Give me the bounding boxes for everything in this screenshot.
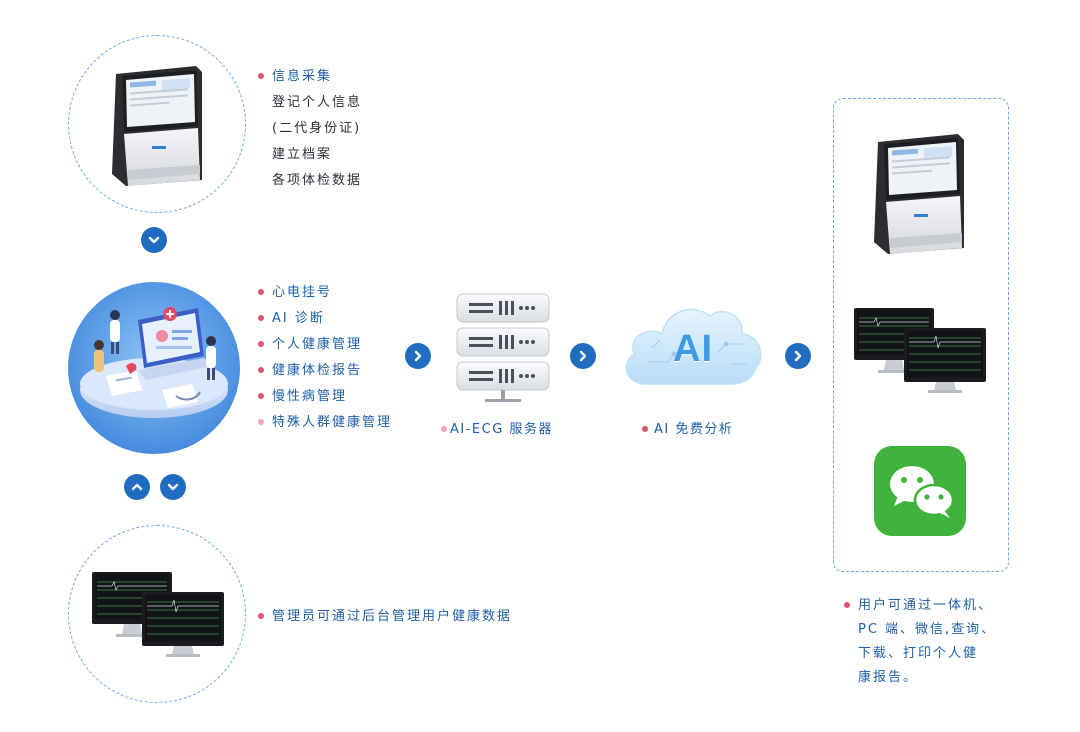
cloud-label-wrap: AI 免费分析 [642, 418, 733, 437]
bullet-dot [642, 425, 648, 432]
arrow-right-button[interactable] [785, 343, 811, 369]
info-collect-list: 信息采集 登记个人信息 (二代身份证) 建立档案 各项体检数据 [258, 64, 362, 194]
arrow-up-button[interactable] [124, 474, 150, 500]
chevron-down-icon [148, 236, 160, 244]
cloud-label: AI 免费分析 [654, 422, 734, 437]
arrow-down-button[interactable] [141, 227, 167, 253]
ai-mark: AI [673, 328, 713, 370]
wechat-icon [874, 446, 966, 536]
service-item: 心电挂号 [258, 280, 392, 306]
pc-monitors-image [854, 308, 986, 393]
server-label: AI-ECG 服务器 [450, 422, 553, 437]
chevron-right-icon [414, 350, 422, 362]
bullet-dot [258, 72, 264, 79]
endpoints-panel [833, 98, 1009, 572]
service-item: 特殊人群健康管理 [258, 410, 392, 436]
health-platform-illustration [68, 282, 240, 454]
server-label-wrap: AI-ECG 服务器 [441, 418, 553, 437]
admin-note: 管理员可通过后台管理用户健康数据 [258, 604, 512, 630]
bullet-dot [441, 425, 447, 432]
service-item: 个人健康管理 [258, 332, 392, 358]
chevron-right-icon [579, 350, 587, 362]
service-item: 慢性病管理 [258, 384, 392, 410]
chevron-right-icon [794, 350, 802, 362]
arrow-right-button[interactable] [405, 343, 431, 369]
info-collect-title: 信息采集 [272, 69, 333, 84]
cloud-icon [625, 308, 762, 385]
chevron-up-icon [131, 483, 143, 491]
admin-circle [68, 525, 246, 703]
info-line: 各项体检数据 [272, 173, 363, 188]
admin-monitors-image [92, 572, 224, 657]
admin-label: 管理员可通过后台管理用户健康数据 [272, 609, 513, 624]
chevron-down-icon [167, 483, 179, 491]
kiosk-device-image [874, 134, 964, 254]
service-item: 健康体检报告 [258, 358, 392, 384]
info-line: 建立档案 [272, 147, 333, 162]
info-collect-title-row: 信息采集 [258, 64, 362, 90]
info-line: 登记个人信息 [272, 95, 363, 110]
arrow-right-button[interactable] [570, 343, 596, 369]
kiosk-circle [68, 35, 246, 213]
kiosk-device-image [112, 66, 202, 186]
ai-cloud: AI [618, 292, 768, 392]
server-icon [456, 293, 550, 402]
service-item: AI 诊断 [258, 306, 392, 332]
info-line: (二代身份证) [272, 121, 362, 136]
services-list: 心电挂号 AI 诊断 个人健康管理 健康体检报告 慢性病管理 特殊人群健康管理 [258, 280, 392, 436]
arrow-down-button[interactable] [160, 474, 186, 500]
user-access-note: 用户可通过一体机、 PC 端、微信,查询、 下载、打印个人健 康报告。 [844, 594, 996, 690]
